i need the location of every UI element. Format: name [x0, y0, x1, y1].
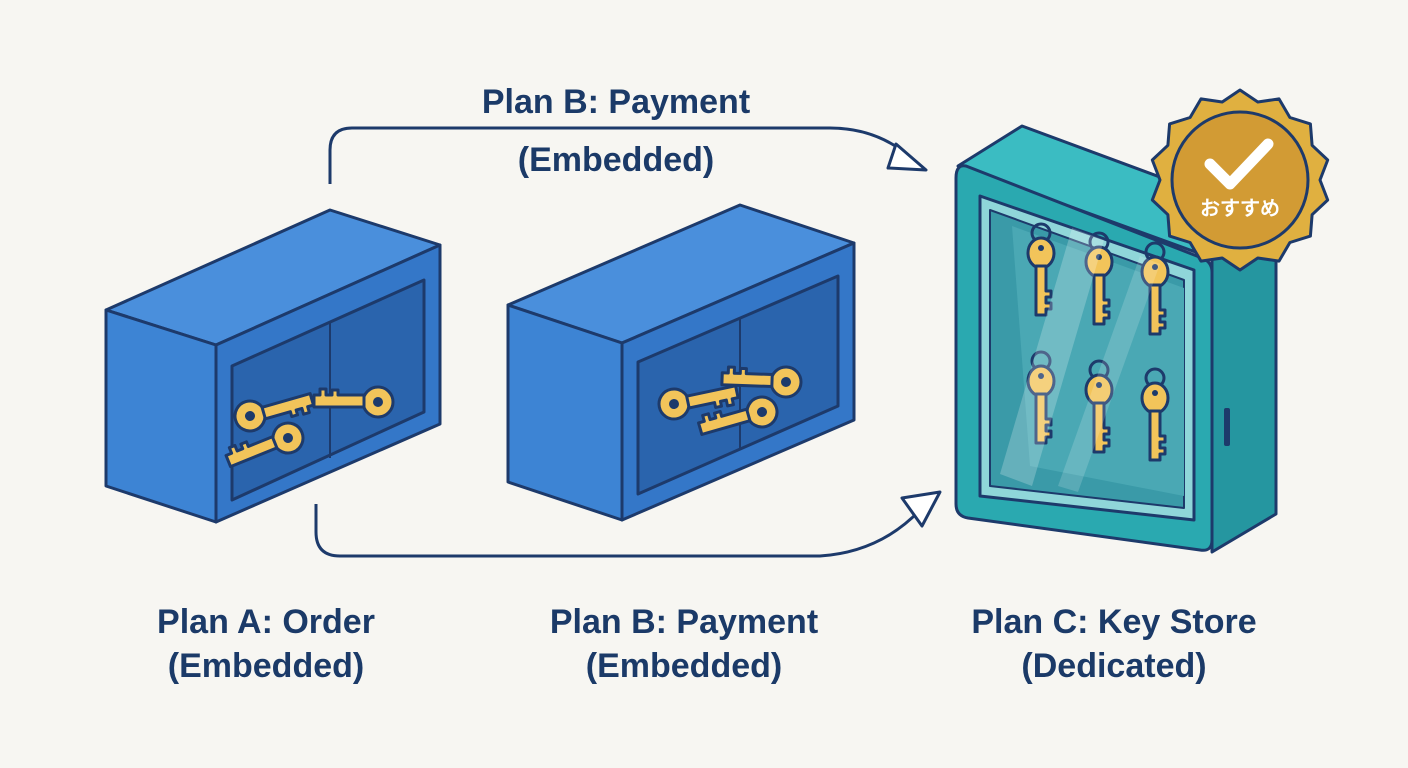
connector-label-line2: (Embedded)	[517, 141, 715, 179]
plan-a-title: Plan A: Order	[157, 603, 375, 641]
plan-c-subtitle: (Dedicated)	[1021, 647, 1207, 685]
plan-c-title: Plan C: Key Store	[971, 603, 1257, 641]
connector-arrow-bottom	[314, 490, 942, 558]
plan-a-subtitle: (Embedded)	[167, 647, 365, 685]
recommended-badge	[1150, 88, 1330, 272]
plan-b-title: Plan B: Payment	[549, 603, 819, 641]
plan-b-label: Plan B: Payment (Embedded)	[534, 600, 834, 688]
connector-label-line1: Plan B: Payment	[481, 83, 751, 121]
cabinet-plan-c	[954, 124, 1278, 554]
checkmark-icon	[1204, 138, 1274, 190]
connector-arrow-top	[328, 126, 928, 184]
recommended-badge-text: おすすめ	[1200, 196, 1280, 220]
box-plan-a	[104, 208, 442, 524]
connector-label: Plan B: Payment (Embedded)	[416, 80, 816, 182]
plan-b-subtitle: (Embedded)	[585, 647, 783, 685]
plan-a-label: Plan A: Order (Embedded)	[116, 600, 416, 688]
plan-c-label: Plan C: Key Store (Dedicated)	[944, 600, 1284, 688]
box-plan-b	[506, 203, 856, 522]
